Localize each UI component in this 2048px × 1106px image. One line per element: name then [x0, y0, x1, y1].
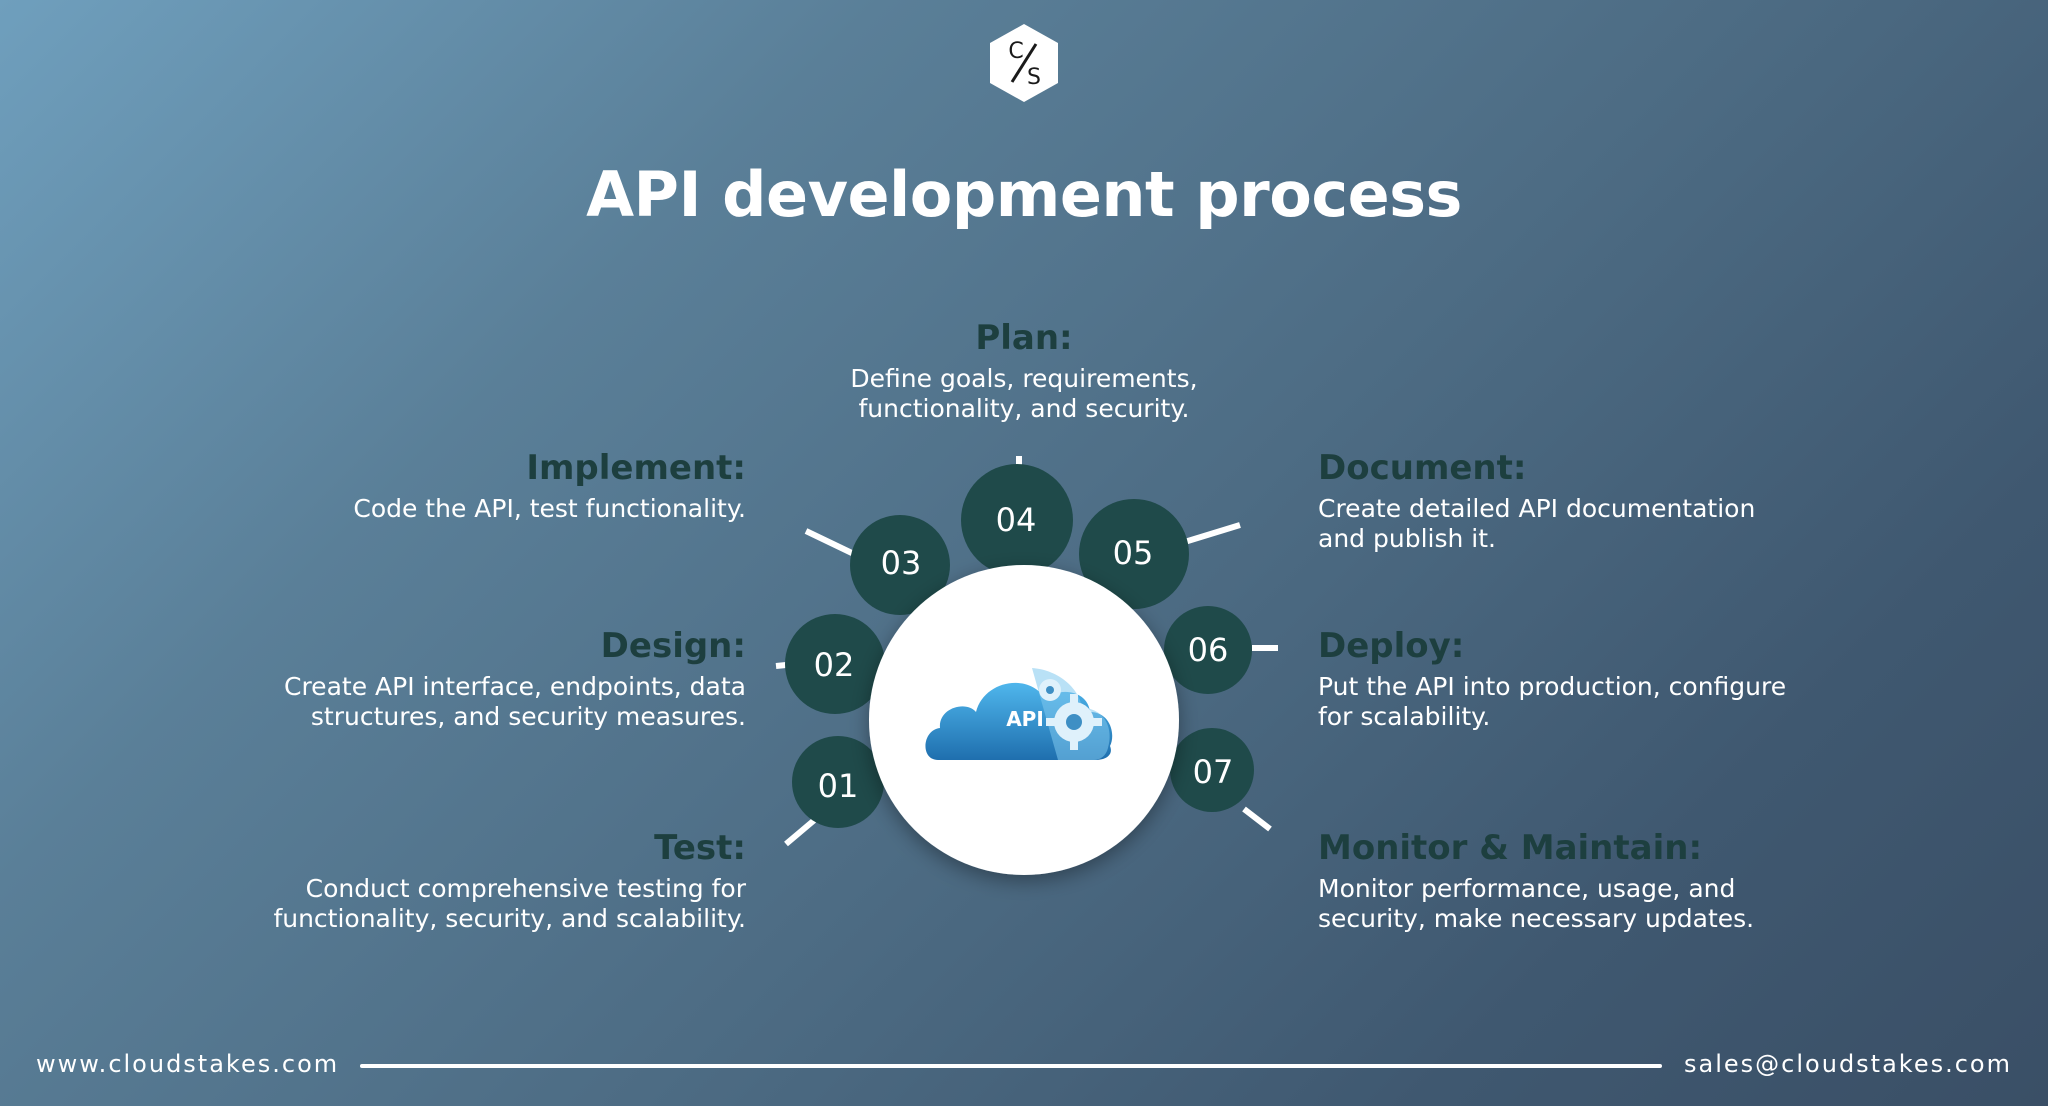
logo-letter-s: S	[1027, 65, 1041, 90]
step-number: 04	[996, 501, 1037, 539]
step-petal	[850, 515, 950, 615]
step-label: Implement:	[526, 448, 746, 488]
step-petal	[785, 614, 885, 714]
step-label: Monitor & Maintain:	[1318, 828, 1703, 868]
step-design: Design: Create API interface, endpoints,…	[146, 626, 746, 732]
step-number: 07	[1193, 753, 1234, 791]
api-label: API	[1006, 707, 1044, 731]
step-desc-line: functionality, and security.	[858, 394, 1190, 423]
step-monitor-maintain: Monitor & Maintain: Monitor performance,…	[1318, 828, 1918, 934]
step-petal	[1079, 499, 1189, 609]
footer-website-link[interactable]: www.cloudstakes.com	[36, 1050, 340, 1078]
step-desc-line: Define goals, requirements,	[850, 364, 1198, 393]
tick-mark	[1242, 806, 1272, 832]
step-desc-line: Create detailed API documentation	[1318, 494, 1756, 523]
tick-mark	[804, 528, 858, 558]
step-number: 01	[818, 767, 859, 805]
cloud-gear-icon: API	[925, 668, 1113, 760]
step-deploy: Deploy: Put the API into production, con…	[1318, 626, 1918, 732]
step-desc-line: Code the API, test functionality.	[353, 494, 746, 523]
step-desc-line: functionality, security, and scalability…	[273, 904, 746, 933]
step-desc-line: Monitor performance, usage, and	[1318, 874, 1736, 903]
footer-divider	[360, 1064, 1662, 1068]
page-title: API development process	[586, 158, 1462, 231]
tick-mark	[1177, 522, 1241, 547]
step-document: Document: Create detailed API documentat…	[1318, 448, 1918, 554]
step-label: Deploy:	[1318, 626, 1465, 666]
step-label: Document:	[1318, 448, 1527, 488]
step-label: Plan:	[975, 318, 1073, 358]
step-desc-line: Conduct comprehensive testing for	[305, 874, 746, 903]
step-number: 06	[1188, 631, 1229, 669]
step-number: 03	[881, 544, 922, 582]
step-desc-line: Create API interface, endpoints, data	[284, 672, 746, 701]
step-petal	[792, 736, 884, 828]
step-desc-line: Put the API into production, configure	[1318, 672, 1787, 701]
step-desc-line: structures, and security measures.	[310, 702, 746, 731]
step-number: 05	[1113, 534, 1154, 572]
tick-mark	[784, 814, 820, 847]
step-test: Test: Conduct comprehensive testing for …	[146, 828, 746, 934]
step-plan: Plan: Define goals, requirements, functi…	[774, 318, 1274, 424]
step-petal	[1170, 728, 1254, 812]
footer-email-link[interactable]: sales@cloudstakes.com	[1684, 1050, 2012, 1078]
cloudstakes-logo: C S	[990, 24, 1058, 102]
step-implement: Implement: Code the API, test functional…	[146, 448, 746, 524]
step-label: Test:	[654, 828, 746, 868]
logo-letter-c: C	[1008, 39, 1023, 64]
step-petal	[1164, 606, 1252, 694]
step-petals: 01 02 03 04 05 06 07	[785, 464, 1254, 828]
step-number: 02	[814, 646, 855, 684]
step-label: Design:	[600, 626, 746, 666]
step-petal	[961, 464, 1073, 576]
step-desc-line: for scalability.	[1318, 702, 1491, 731]
step-desc-line: and publish it.	[1318, 524, 1496, 553]
step-desc-line: security, make necessary updates.	[1318, 904, 1755, 933]
